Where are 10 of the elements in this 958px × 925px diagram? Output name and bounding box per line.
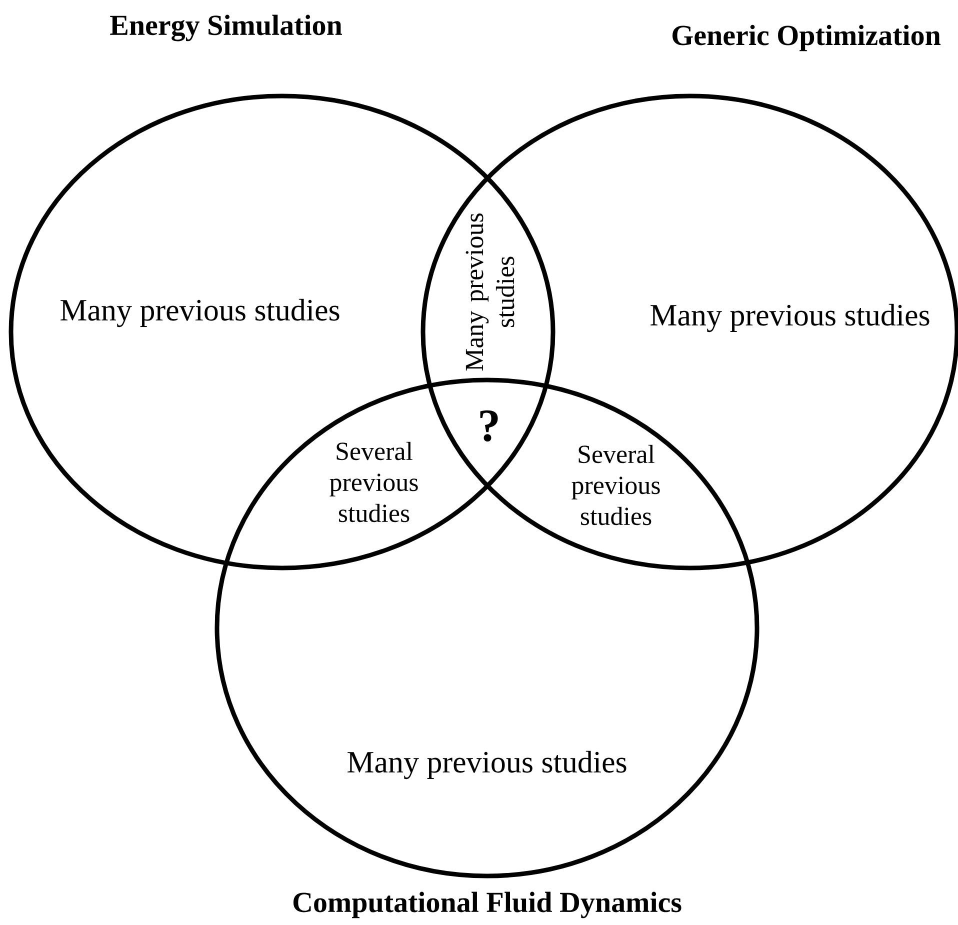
- region-label: Many previous studies: [466, 214, 514, 371]
- region-label: Several previous studies: [330, 442, 418, 522]
- region-label: Several previous studies: [572, 444, 660, 526]
- set-heading: Energy Simulation: [110, 14, 342, 42]
- set-description: Many previous studies: [60, 298, 340, 328]
- set-heading: Generic Optimization: [672, 24, 940, 52]
- set-description: Many previous studies: [348, 750, 626, 780]
- set-heading: Computational Fluid Dynamics: [293, 892, 682, 918]
- question-mark: ?: [480, 410, 498, 442]
- set-description: Many previous studies: [650, 304, 930, 332]
